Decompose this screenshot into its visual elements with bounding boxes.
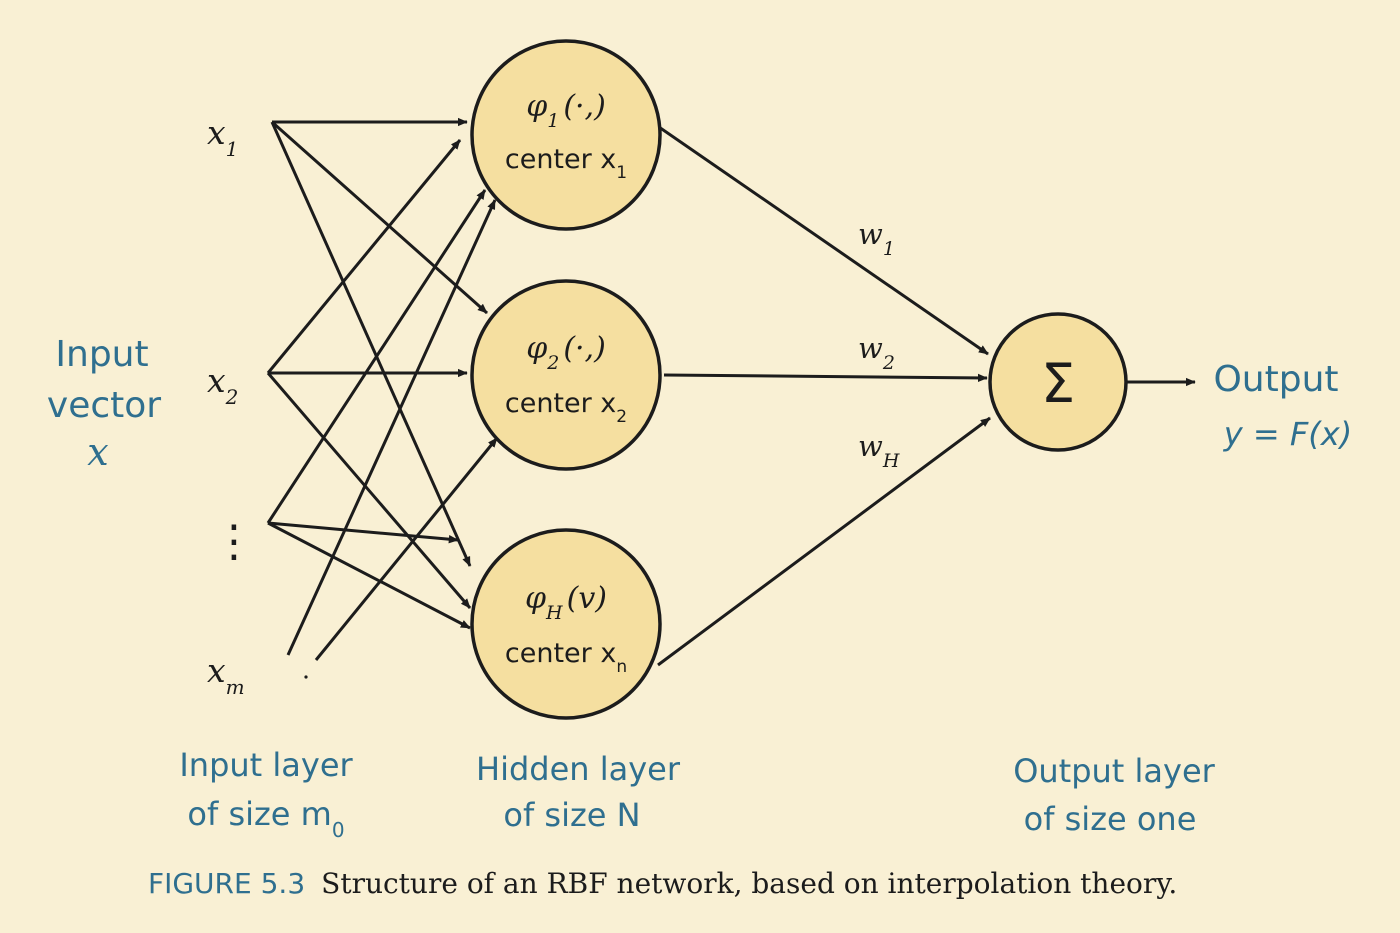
- output-node: Σ: [988, 312, 1128, 452]
- weight-w1: w1: [858, 217, 895, 260]
- edge-h3-out: [657, 416, 991, 667]
- hidden-node-2: φ2(·,) center x2: [470, 279, 662, 471]
- edge-xm-h2: [314, 437, 499, 661]
- edge-x2-h3: [266, 372, 472, 609]
- input-vector-label: Input vector x: [47, 334, 161, 474]
- figure-caption: FIGURE 5.3 Structure of an RBF network, b…: [148, 867, 1177, 900]
- hidden-node-1-center: center x1: [505, 144, 627, 183]
- input-layer-line1: Input layer: [179, 746, 353, 784]
- hidden-node-3: φH(v) center xn: [470, 528, 662, 720]
- edge-xd-h2: [267, 521, 459, 544]
- input-x2: x2: [207, 361, 238, 409]
- input-layer-label: Input layer of size m0: [179, 746, 353, 842]
- weight-w2: w2: [858, 331, 895, 374]
- edge-x1-h2: [271, 120, 488, 315]
- output-layer-line2: of size one: [1024, 800, 1197, 838]
- edge-xd-h3: [267, 521, 471, 630]
- hidden-node-2-function: φ2(·,): [526, 331, 606, 374]
- edge-h1-out: [655, 123, 989, 356]
- hidden-layer-line1: Hidden layer: [476, 750, 681, 788]
- input-x1: x1: [207, 113, 238, 161]
- sum-symbol: Σ: [1041, 352, 1075, 415]
- input-vector-line1: Input: [55, 334, 148, 375]
- input-vector-line3: x: [87, 430, 108, 474]
- stray-dot: [304, 675, 308, 679]
- input-vector-line2: vector: [47, 385, 161, 426]
- input-xm: xm: [207, 651, 245, 699]
- hidden-node-1-function: φ1(·,): [526, 89, 606, 132]
- output-label-line1: Output: [1213, 359, 1338, 400]
- weight-wh: wH: [858, 429, 900, 472]
- hidden-node-3-function: φH(v): [525, 581, 607, 624]
- output-label: Output y = F(x): [1213, 359, 1352, 453]
- edge-x2-h1: [266, 139, 462, 374]
- hidden-output-connections: [655, 123, 1196, 667]
- hidden-node-2-center: center x2: [505, 388, 627, 427]
- output-layer-line1: Output layer: [1013, 752, 1215, 790]
- input-ellipsis: ⋮: [212, 516, 256, 567]
- input-layer-line2: of size m0: [187, 795, 344, 842]
- output-layer-label: Output layer of size one: [1013, 752, 1215, 838]
- output-label-line2: y = F(x): [1223, 415, 1352, 453]
- hidden-node-1: φ1(·,) center x1: [470, 39, 662, 231]
- input-hidden-connections: [266, 117, 499, 661]
- hidden-node-3-center: center xn: [505, 638, 627, 677]
- hidden-layer-line2: of size N: [503, 796, 640, 834]
- caption-text: Structure of an RBF network, based on in…: [321, 867, 1177, 900]
- edge-h2-out: [663, 373, 988, 383]
- hidden-layer-label: Hidden layer of size N: [476, 750, 681, 834]
- caption-label: FIGURE 5.3: [148, 867, 305, 900]
- edge-x1-h3: [270, 121, 472, 567]
- edge-xm-h1: [286, 199, 497, 656]
- edge-xd-h1: [266, 189, 487, 524]
